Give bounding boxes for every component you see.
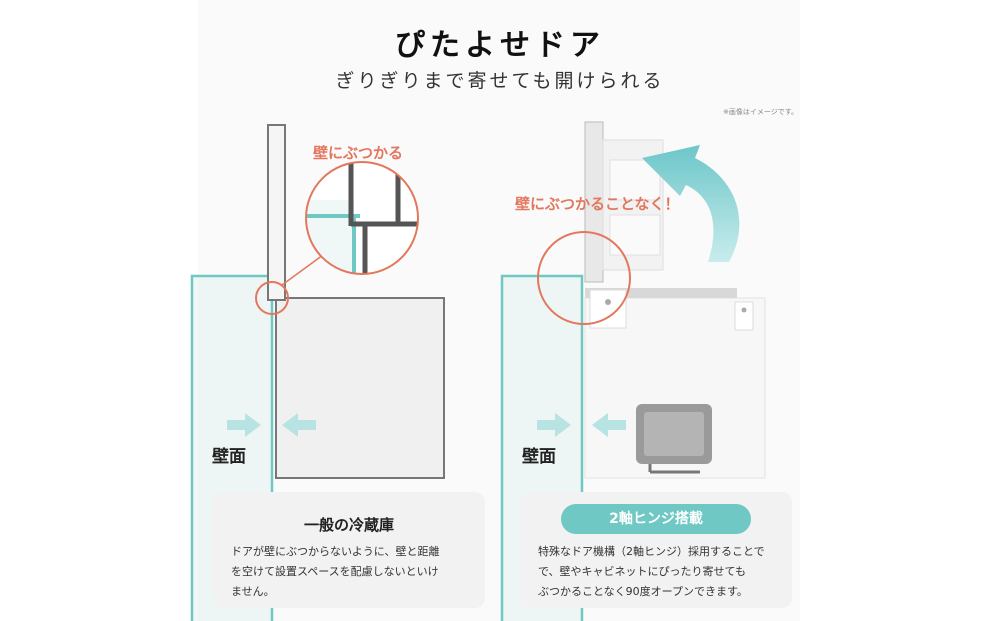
right-callout: 壁にぶつかることなく！ xyxy=(515,195,680,213)
right-card-line: 特殊なドア機構（2軸ヒンジ）採用することで xyxy=(538,545,765,558)
left-wall-label: 壁面 xyxy=(212,447,246,467)
image-note: ※画像はイメージです。 xyxy=(722,108,798,116)
ventilation-grille xyxy=(636,404,712,474)
right-gap-arrows xyxy=(537,413,626,437)
right-card-line: ぶつかることなく90度オープンできます。 xyxy=(538,585,748,598)
right-fridge-top-rail xyxy=(585,288,737,298)
right-card-body: 特殊なドア機構（2軸ヒンジ）採用することで で、壁やキャビネットにぴったり寄せて… xyxy=(538,542,778,602)
right-card-line: で、壁やキャビネットにぴったり寄せても xyxy=(538,565,747,578)
left-card-line: ドアが壁にぶつからないように、壁と距離 xyxy=(231,545,440,558)
left-card-title: 一般の冷蔵庫 xyxy=(303,516,394,534)
right-card-title-badge: 2軸ヒンジ搭載 xyxy=(561,504,751,534)
left-zoom-leader xyxy=(281,254,324,286)
door-swing-arrow xyxy=(642,145,740,262)
left-fridge-door-open xyxy=(267,124,286,301)
left-card-line: を空けて設置スペースを配慮しないといけ xyxy=(231,565,439,578)
handle-screw xyxy=(741,307,747,313)
right-handle xyxy=(734,301,754,331)
hinge-screw xyxy=(605,299,611,305)
right-wall-label: 壁面 xyxy=(522,447,556,467)
left-zoom-detail xyxy=(305,161,419,275)
left-gap-arrows xyxy=(227,413,316,437)
left-card-line: ません。 xyxy=(231,585,275,598)
page-subtitle: ぎりぎりまで寄せても開けられる xyxy=(335,70,665,92)
left-fridge-body xyxy=(275,297,445,479)
left-card-body: ドアが壁にぶつからないように、壁と距離 を空けて設置スペースを配慮しないといけ … xyxy=(231,542,471,602)
left-callout: 壁にぶつかる xyxy=(313,144,404,162)
right-card: 2軸ヒンジ搭載 特殊なドア機構（2軸ヒンジ）採用することで で、壁やキャビネット… xyxy=(520,492,792,608)
page-title: ぴたよせドア xyxy=(395,28,605,63)
left-collision-marker xyxy=(255,281,289,315)
left-card: 一般の冷蔵庫 ドアが壁にぶつからないように、壁と距離 を空けて設置スペースを配慮… xyxy=(213,492,485,608)
right-zoom-circle xyxy=(537,231,631,325)
